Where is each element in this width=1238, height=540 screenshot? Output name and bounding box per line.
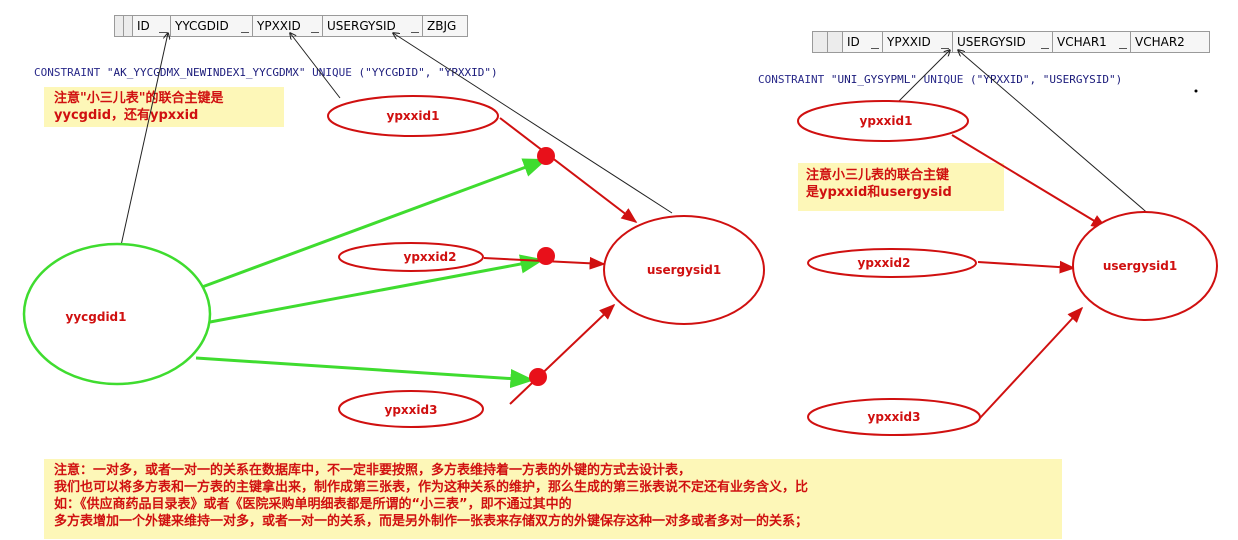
- note-line: 如：《供应商药品目录表》或者《医院采购单明细表都是所谓的“小三表”，即不通过其中…: [54, 497, 572, 512]
- right-table-header: ID YPXXID USERGYSID VCHAR1 VCHAR2: [812, 31, 1210, 53]
- left-table-header: ID YYCGDID YPXXID USERGYSID ZBJG: [114, 15, 468, 37]
- left-constraint-statement: CONSTRAINT "AK_YYCGDMX_NEWINDEX1_YYCGDMX…: [34, 66, 498, 79]
- node-ypxxid1: [327, 95, 499, 137]
- note-line: 注意"小三儿表"的联合主键是: [54, 91, 224, 106]
- right-composite-key-note: 注意小三儿表的联合主键 是ypxxid和usergysid: [798, 163, 1004, 211]
- column-header-usergysid: USERGYSID: [323, 16, 423, 36]
- column-header-zbjg: ZBJG: [423, 16, 467, 36]
- junction-dot: [537, 147, 555, 165]
- node-usergysid1-label: usergysid1: [647, 263, 721, 277]
- arrow-green-to-ypxxid1: [193, 158, 548, 292]
- marker-dot: [1194, 89, 1198, 93]
- note-line: 是ypxxid和usergysid: [806, 185, 952, 200]
- column-header-yycgdid: YYCGDID: [171, 16, 253, 36]
- node-yycgdid1-label: yycgdid1: [66, 310, 127, 324]
- junction-dot: [537, 247, 555, 265]
- node-right-ypxxid1-label: ypxxid1: [860, 114, 913, 128]
- note-line: 我们也可以将多方表和一方表的主键拿出来，制作成第三张表，作为这种关系的维护，那么…: [54, 480, 809, 495]
- arrow-right-usergysid-to-column: [958, 50, 1159, 223]
- node-ypxxid2-label: ypxxid2: [404, 250, 457, 264]
- node-ypxxid2: [338, 242, 484, 272]
- node-yycgdid1: [22, 242, 212, 386]
- junction-dot: [529, 368, 547, 386]
- node-right-usergysid1: [1072, 211, 1218, 321]
- node-ypxxid3-label: ypxxid3: [385, 403, 438, 417]
- row-selector-cell: [115, 16, 124, 36]
- explanation-note: 注意：一对多，或者一对一的关系在数据库中，不一定非要按照，多方表维持着一方表的外…: [44, 459, 1062, 539]
- column-header-ypxxid: YPXXID: [883, 32, 953, 52]
- node-right-ypxxid3: [807, 398, 981, 436]
- node-right-ypxxid2: [807, 248, 977, 278]
- note-line: 注意小三儿表的联合主键: [806, 168, 950, 183]
- row-selector-cell: [813, 32, 828, 52]
- note-line: 多方表增加一个外键来维持一对多，或者一对一的关系，而是另外制作一张表来存储双方的…: [54, 514, 809, 529]
- column-header-id: ID: [133, 16, 171, 36]
- column-header-vchar1: VCHAR1: [1053, 32, 1131, 52]
- arrow-right-ypxxid3-to-usergysid1: [979, 306, 1084, 419]
- arrow-green-to-ypxxid3: [195, 356, 535, 389]
- arrow-usergysid-to-column: [393, 33, 673, 214]
- node-right-usergysid1-label: usergysid1: [1103, 259, 1177, 273]
- row-selector-cell: [124, 16, 133, 36]
- left-composite-key-note: 注意"小三儿表"的联合主键是 yycgdid，还有ypxxid: [44, 87, 284, 127]
- arrow-ypxxid3-to-usergysid1: [509, 303, 616, 405]
- node-ypxxid3: [338, 390, 484, 428]
- arrow-right-ypxxid-to-column: [895, 50, 950, 105]
- node-right-ypxxid3-label: ypxxid3: [868, 410, 921, 424]
- arrow-yycgdid-to-column: [119, 33, 168, 251]
- column-header-usergysid: USERGYSID: [953, 32, 1053, 52]
- node-ypxxid1-label: ypxxid1: [387, 109, 440, 123]
- row-selector-cell: [828, 32, 843, 52]
- node-right-ypxxid1: [797, 100, 969, 142]
- column-header-vchar2: VCHAR2: [1131, 32, 1209, 52]
- note-line: yycgdid，还有ypxxid: [54, 108, 199, 123]
- arrow-ypxxid1-to-usergysid1: [499, 117, 638, 223]
- note-line: 注意：一对多，或者一对一的关系在数据库中，不一定非要按照，多方表维持着一方表的外…: [54, 463, 692, 478]
- arrow-right-ypxxid2-to-usergysid1: [977, 260, 1076, 274]
- node-usergysid1: [603, 215, 765, 325]
- node-right-ypxxid2-label: ypxxid2: [858, 256, 911, 270]
- arrow-green-to-ypxxid2: [209, 254, 545, 324]
- right-constraint-statement: CONSTRAINT "UNI_GYSYPML" UNIQUE ("YPXXID…: [758, 73, 1123, 86]
- column-header-ypxxid: YPXXID: [253, 16, 323, 36]
- column-header-id: ID: [843, 32, 883, 52]
- arrow-ypxxid-to-column: [290, 33, 341, 99]
- arrow-right-ypxxid1-to-usergysid1: [951, 134, 1108, 229]
